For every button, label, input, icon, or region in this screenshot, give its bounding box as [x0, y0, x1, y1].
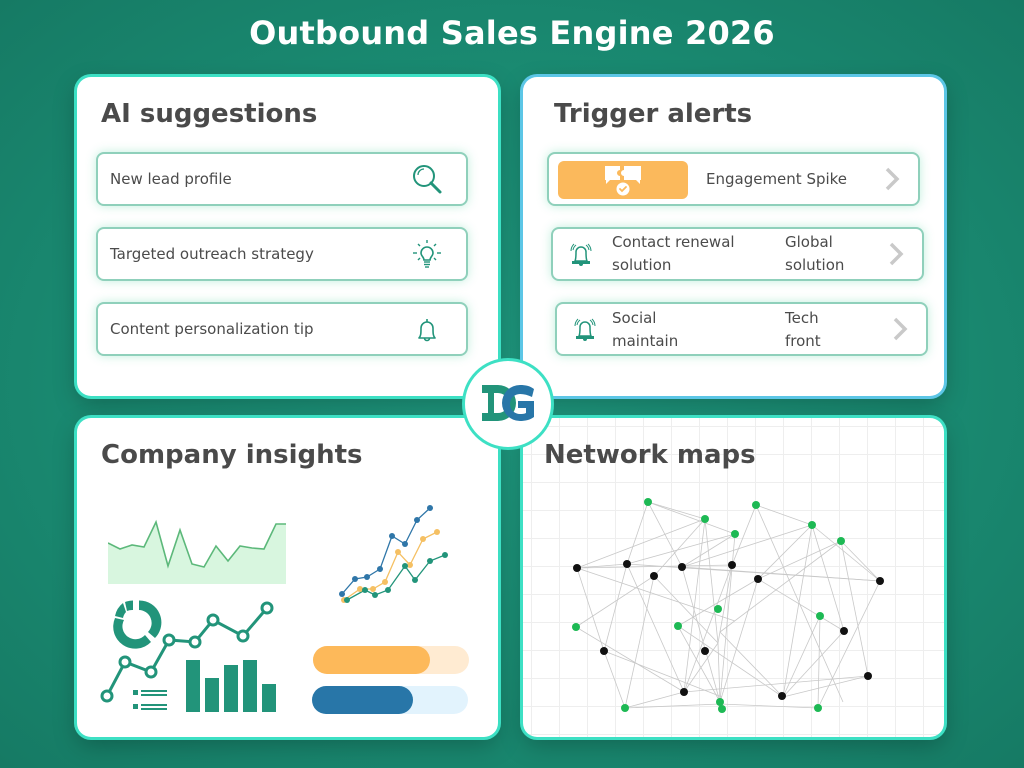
- chevron-right-icon[interactable]: [888, 242, 904, 266]
- network-maps-title: Network maps: [544, 440, 756, 470]
- ringing-bell-icon: [570, 243, 592, 266]
- ai-suggestion-new-lead-profile[interactable]: New lead profile: [96, 152, 468, 206]
- alert-primary-line2: solution: [612, 256, 672, 274]
- trigger-alert-label: Engagement Spike: [706, 170, 848, 188]
- progress-fill-blue: [312, 686, 414, 714]
- progress-bar-blue: [312, 686, 468, 714]
- trigger-alert-social-maintain[interactable]: Social maintain Tech front: [555, 302, 928, 356]
- page-title: Outbound Sales Engine 2026: [249, 14, 775, 52]
- alert-secondary-line1: Tech: [785, 309, 819, 327]
- network-nodes-black: [573, 560, 884, 700]
- alert-primary-line2: maintain: [612, 332, 679, 350]
- alert-primary-line1: Contact renewal: [612, 233, 735, 251]
- area-sparkline-chart: [108, 519, 286, 584]
- ai-suggestion-targeted-outreach[interactable]: Targeted outreach strategy: [96, 227, 468, 281]
- lightbulb-icon: [413, 240, 441, 268]
- company-insights-title: Company insights: [101, 440, 363, 470]
- trigger-alerts-title: Trigger alerts: [554, 99, 753, 129]
- ai-suggestions-title: AI suggestions: [101, 99, 318, 129]
- alert-primary-text: Contact renewal solution: [612, 231, 735, 277]
- alert-secondary-text: Tech front: [785, 307, 821, 353]
- alert-secondary-line2: solution: [785, 256, 845, 274]
- trigger-alert-engagement-spike[interactable]: Engagement Spike: [547, 152, 920, 206]
- ai-suggestion-content-personalization[interactable]: Content personalization tip: [96, 302, 468, 356]
- alert-primary-text: Social maintain: [612, 307, 678, 353]
- analytics-illustration-icon: [100, 600, 276, 712]
- trigger-alert-contact-renewal[interactable]: Contact renewal solution Global solution: [551, 227, 924, 281]
- chevron-right-icon[interactable]: [884, 167, 900, 191]
- dg-logo: [465, 361, 551, 447]
- trigger-alerts-card: Trigger alerts Engagement Spike Contact …: [523, 77, 944, 396]
- progress-fill-orange: [313, 646, 430, 674]
- donut-chart-icon: [113, 600, 162, 649]
- ai-suggestion-label: New lead profile: [110, 170, 232, 188]
- alert-secondary-line1: Global: [785, 233, 833, 251]
- alert-primary-line1: Social: [612, 309, 657, 327]
- magnifier-icon: [413, 165, 442, 194]
- puzzle-chat-check-icon: [605, 166, 641, 196]
- alert-secondary-line2: front: [785, 332, 821, 350]
- ai-suggestions-card: AI suggestions New lead profile Targeted…: [77, 77, 498, 396]
- multi-line-chart: [339, 505, 448, 603]
- ringing-bell-icon: [574, 318, 596, 341]
- chevron-right-icon[interactable]: [892, 317, 908, 341]
- network-nodes-green: [572, 498, 845, 713]
- ai-suggestion-label: Targeted outreach strategy: [110, 245, 314, 263]
- alert-secondary-text: Global solution: [785, 231, 844, 277]
- dg-logo-icon: [482, 385, 534, 421]
- ai-suggestion-label: Content personalization tip: [110, 320, 314, 338]
- bell-icon: [418, 319, 436, 342]
- bar-chart-icon: [186, 660, 276, 712]
- network-maps-card: Network maps: [523, 418, 944, 737]
- network-graph: [572, 498, 884, 713]
- engagement-badge: [558, 161, 688, 199]
- company-insights-card: Company insights: [77, 418, 498, 737]
- progress-bar-orange: [313, 646, 469, 674]
